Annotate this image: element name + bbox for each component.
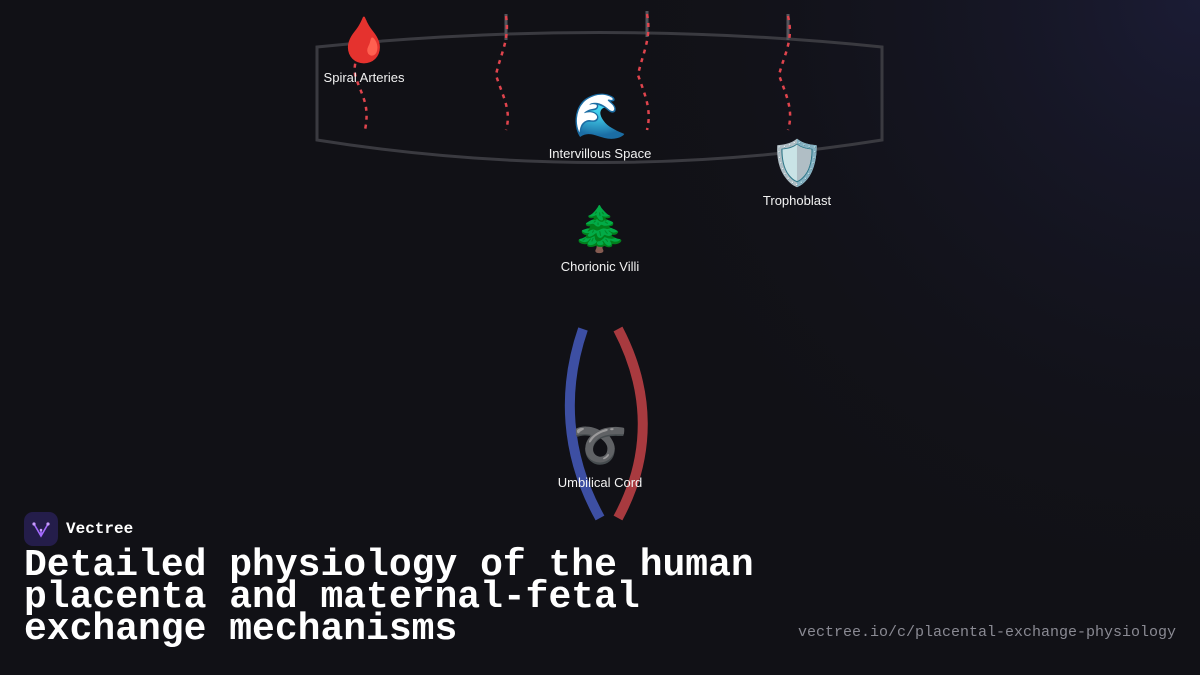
vectree-logo-icon — [24, 512, 58, 546]
node-label-intervillous-space: Intervillous Space — [548, 146, 652, 161]
node-spiral-arteries: 🩸 Spiral Arteries — [323, 15, 405, 86]
node-trophoblast: 🛡️ Trophoblast — [762, 138, 832, 209]
brand-name: Vectree — [66, 520, 134, 538]
node-chorionic-villi: 🌲 Chorionic Villi — [560, 204, 640, 275]
umbilical-artery — [613, 326, 648, 521]
spiral-artery-path-1 — [353, 19, 368, 131]
evergreen-tree-icon: 🌲 — [572, 204, 628, 255]
curly-loop-icon: ➰ — [572, 420, 628, 471]
spiral-artery-paths — [353, 13, 792, 131]
spiral-artery-path-2 — [494, 15, 510, 131]
node-label-trophoblast: Trophoblast — [762, 193, 832, 208]
shield-icon: 🛡️ — [769, 138, 825, 189]
spiral-artery-path-3 — [636, 13, 650, 131]
wave-icon: 🌊 — [572, 91, 628, 142]
node-label-spiral-arteries: Spiral Arteries — [323, 70, 405, 85]
node-intervillous-space: 🌊 Intervillous Space — [548, 91, 652, 162]
node-label-chorionic-villi: Chorionic Villi — [560, 259, 640, 274]
node-label-umbilical-cord: Umbilical Cord — [557, 475, 643, 490]
spiral-artery-path-4 — [777, 15, 792, 131]
node-umbilical-cord: ➰ Umbilical Cord — [557, 420, 643, 491]
page-title: Detailed physiology of the human placent… — [24, 544, 754, 651]
source-url: vectree.io/c/placental-exchange-physiolo… — [797, 624, 1176, 641]
brand: Vectree — [24, 512, 133, 546]
blood-drop-icon: 🩸 — [336, 15, 392, 66]
umbilical-vein — [564, 327, 605, 521]
